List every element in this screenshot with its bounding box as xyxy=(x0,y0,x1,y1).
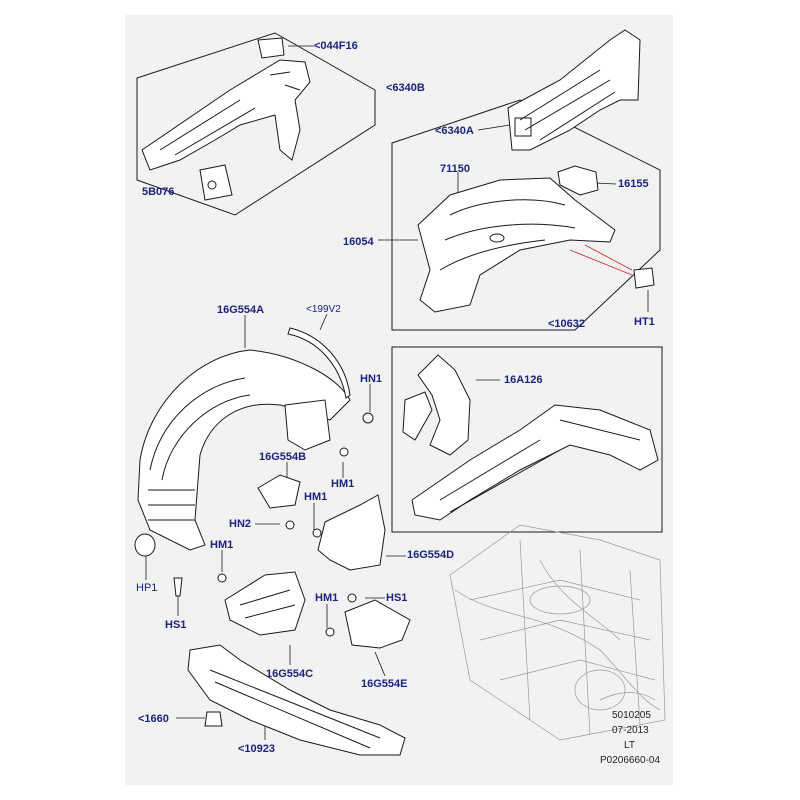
wheel-arch-liner-16g554a xyxy=(137,349,351,551)
footer-ref: P0206660-04 xyxy=(600,755,661,766)
liner-16g554c xyxy=(224,571,306,636)
label-16054: 16054 xyxy=(343,236,374,248)
indicator-lines xyxy=(569,244,633,276)
liner-16g554e xyxy=(344,599,411,649)
footer-side: LT xyxy=(624,740,635,751)
nut-1660 xyxy=(204,711,223,727)
lower-member-10632 xyxy=(411,404,659,521)
group-box-10632 xyxy=(391,346,663,533)
label-HS1-b: HS1 xyxy=(165,619,187,631)
gusset-left xyxy=(402,391,433,441)
liner-16g554b xyxy=(257,474,301,509)
label-HN2: HN2 xyxy=(229,518,252,530)
footer-code: 5010205 xyxy=(612,710,651,721)
label-1660: <1660 xyxy=(138,713,169,725)
label-6340A: <6340A xyxy=(435,125,474,137)
vehicle-body-ghost xyxy=(449,524,666,741)
clip-hm1-a xyxy=(339,447,349,457)
label-16A126: 16A126 xyxy=(504,374,543,386)
label-5B076: 5B076 xyxy=(142,186,175,198)
trim-strip-199v2 xyxy=(287,327,351,399)
footer-date: 07-2013 xyxy=(612,725,649,736)
label-16G554A: 16G554A xyxy=(217,304,265,316)
label-16G554B: 16G554B xyxy=(259,451,307,463)
plug-hp1 xyxy=(134,533,156,557)
label-HM1-d: HM1 xyxy=(315,592,339,604)
clip-hm1-d xyxy=(325,627,335,637)
screw-hs1-b xyxy=(173,577,183,597)
clip-hm1-c xyxy=(217,573,227,583)
label-199V2: <199V2 xyxy=(306,304,341,315)
group-box-16054 xyxy=(391,99,661,331)
label-10632: <10632 xyxy=(548,318,586,330)
label-16G554E: 16G554E xyxy=(361,678,408,690)
label-16G554C: 16G554C xyxy=(266,668,314,680)
bracket-044f16 xyxy=(257,37,285,59)
bracket-16155 xyxy=(557,165,599,196)
label-044F16: <044F16 xyxy=(314,40,358,52)
label-HM1-a: HM1 xyxy=(331,478,355,490)
label-HM1-b: HM1 xyxy=(304,491,328,503)
upper-rail-6340b xyxy=(141,59,311,171)
label-HM1-c: HM1 xyxy=(210,539,234,551)
label-71150: 71150 xyxy=(440,163,470,175)
wheelhouse-71150 xyxy=(417,177,616,313)
clip-hs1-a xyxy=(347,593,357,603)
label-6340B: <6340B xyxy=(386,82,425,94)
liner-16g554d xyxy=(317,494,386,571)
clip-hm1-b xyxy=(312,528,322,538)
label-HN1: HN1 xyxy=(360,373,383,385)
label-HT1: HT1 xyxy=(634,316,655,328)
crossmember-10923 xyxy=(187,644,406,756)
clip-hn2 xyxy=(285,520,295,530)
label-16155: 16155 xyxy=(618,178,649,190)
label-HS1-a: HS1 xyxy=(386,592,408,604)
label-10923: <10923 xyxy=(238,743,276,755)
label-HP1: HP1 xyxy=(136,582,158,594)
plug-ht1 xyxy=(633,267,655,289)
clip-hn1 xyxy=(362,412,374,424)
group-box-6340B xyxy=(136,32,376,216)
bracket-16a126 xyxy=(417,354,471,456)
rail-6340a xyxy=(507,29,641,151)
bracket-5b076 xyxy=(199,164,233,201)
label-16G554D: 16G554D xyxy=(407,549,455,561)
